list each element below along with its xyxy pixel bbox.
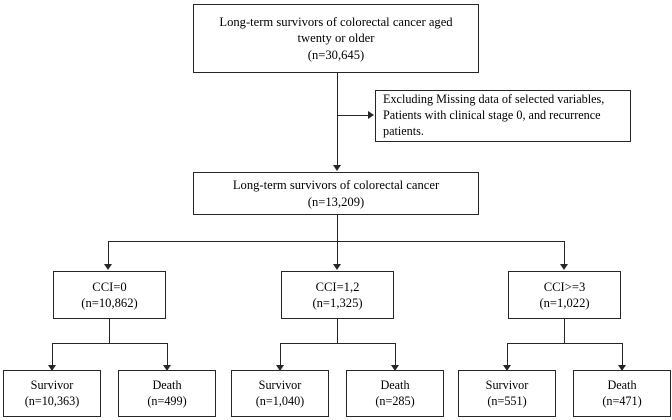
arrow-to-cci-0-death (162, 365, 171, 371)
cci-0-line2: (n=10,862) (81, 296, 138, 310)
cci-12-line1: CCI=1,2 (315, 279, 360, 294)
cci-0-line1: CCI=0 (92, 279, 127, 294)
connector-cci-3plus-stem (563, 319, 565, 343)
node-cci-12: CCI=1,2 (n=1,325) (281, 271, 394, 319)
cohort-final-line2: (n=13,209) (307, 194, 365, 209)
cci-3plus-line1: CCI>=3 (543, 279, 586, 294)
node-cci-3plus: CCI>=3 (n=1,022) (508, 271, 621, 319)
connector-main-stem (336, 73, 338, 166)
node-cci-12-survivor: Survivor (n=1,040) (231, 370, 329, 417)
arrow-to-cci-12-death (390, 365, 399, 371)
arrow-to-cci-12-survivor (276, 365, 285, 371)
arrow-to-cci-12 (332, 264, 341, 270)
cci-0-survivor-line2: (n=10,363) (24, 393, 80, 408)
arrow-to-cci-3plus-death (617, 365, 626, 371)
connector-cci-12-stem (336, 319, 338, 343)
connector-cci-3plus-bus (507, 342, 622, 344)
connector-cci-12-bus (280, 342, 395, 344)
cci-12-death-line1: Death (380, 377, 410, 392)
cci-0-survivor-line1: Survivor (30, 377, 74, 392)
node-exclusion: Excluding Missing data of selected varia… (375, 90, 631, 142)
connector-cci-0-drop-survivor (52, 342, 53, 367)
cohort-initial-line2: twenty or older (297, 31, 375, 46)
arrow-to-exclusion (368, 110, 374, 119)
cohort-initial-line3: (n=30,645) (307, 47, 365, 62)
cci-12-line2: (n=1,325) (312, 296, 363, 310)
connector-drop-cci-0 (108, 240, 109, 266)
node-cci-3plus-death: Death (n=471) (573, 370, 671, 417)
cci-12-survivor-line2: (n=1,040) (255, 393, 305, 408)
arrow-to-cci-0-survivor (48, 365, 57, 371)
cci-3plus-survivor-line1: Survivor (485, 377, 529, 392)
connector-split-bus (108, 240, 564, 242)
node-cci-12-death: Death (n=285) (346, 370, 444, 417)
cohort-final-line1: Long-term survivors of colorectal cancer (232, 178, 440, 193)
connector-cci-3plus-drop-death (621, 342, 623, 367)
cci-12-death-line2: (n=285) (375, 393, 415, 408)
cci-12-survivor-line1: Survivor (258, 377, 302, 392)
cci-0-death-line2: (n=499) (147, 393, 187, 408)
cohort-initial-line1: Long-term survivors of colorectal cancer… (219, 14, 453, 29)
node-cci-3plus-survivor: Survivor (n=551) (458, 370, 556, 417)
cci-0-death-line1: Death (152, 377, 182, 392)
node-cci-0: CCI=0 (n=10,862) (53, 271, 166, 319)
node-cci-0-survivor: Survivor (n=10,363) (3, 370, 101, 417)
cci-3plus-death-line2: (n=471) (602, 393, 642, 408)
connector-split-stem (336, 215, 338, 241)
connector-cci-0-drop-death (166, 342, 168, 367)
arrow-to-cci-0 (104, 264, 113, 270)
connector-cci-12-drop-survivor (280, 342, 281, 367)
connector-drop-cci-3plus (563, 240, 565, 266)
node-cohort-final: Long-term survivors of colorectal cancer… (193, 172, 479, 215)
connector-drop-cci-12 (336, 240, 338, 266)
connector-cci-0-bus (52, 342, 167, 344)
exclusion-text: Excluding Missing data of selected varia… (383, 92, 605, 138)
node-cci-0-death: Death (n=499) (118, 370, 216, 417)
connector-cci-12-drop-death (394, 342, 396, 367)
connector-exclusion-branch (336, 115, 369, 116)
cci-3plus-survivor-line2: (n=551) (487, 393, 527, 408)
arrow-to-cci-3plus (559, 264, 568, 270)
connector-cci-3plus-drop-survivor (507, 342, 508, 367)
cci-3plus-line2: (n=1,022) (539, 296, 590, 310)
arrow-to-cohort-final (332, 165, 341, 171)
connector-cci-0-stem (108, 319, 110, 343)
cci-3plus-death-line1: Death (607, 377, 637, 392)
node-cohort-initial: Long-term survivors of colorectal cancer… (193, 4, 479, 73)
arrow-to-cci-3plus-survivor (503, 365, 512, 371)
